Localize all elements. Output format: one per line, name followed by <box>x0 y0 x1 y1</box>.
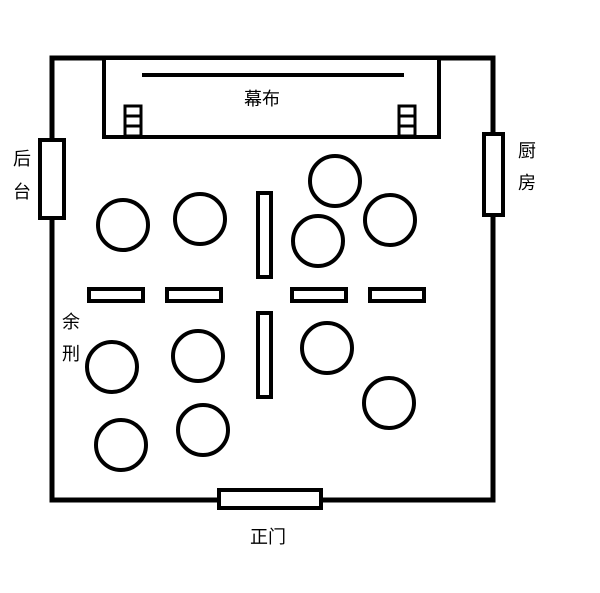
round-table <box>362 376 416 430</box>
kitchen-label-bottom: 房 <box>518 173 536 194</box>
round-table <box>171 329 225 383</box>
side-label-top: 余 <box>62 312 80 333</box>
main-door-label: 正门 <box>250 527 286 548</box>
round-table <box>173 192 227 246</box>
backstage-door <box>38 138 66 220</box>
backstage-label-bottom: 台 <box>13 182 31 203</box>
kitchen-door <box>482 132 505 217</box>
round-table <box>96 198 150 252</box>
aisle-bar-horizontal-3 <box>290 287 348 303</box>
aisle-bar-horizontal-1 <box>87 287 145 303</box>
stage-stairs-right <box>397 104 417 138</box>
round-table <box>85 340 139 394</box>
round-table <box>308 154 362 208</box>
round-table <box>291 214 345 268</box>
round-table <box>300 321 354 375</box>
stage-stairs-left <box>123 104 143 138</box>
main-door <box>217 488 323 510</box>
round-table <box>94 418 148 472</box>
stage-area <box>102 56 441 139</box>
aisle-bar-vertical-bottom <box>256 311 273 399</box>
backstage-label-top: 后 <box>13 149 31 170</box>
aisle-bar-horizontal-2 <box>165 287 223 303</box>
aisle-bar-horizontal-4 <box>368 287 426 303</box>
stage-curtain-label: 幕布 <box>244 89 280 110</box>
round-table <box>363 193 417 247</box>
kitchen-label-top: 厨 <box>518 141 536 162</box>
aisle-bar-vertical-top <box>256 191 273 279</box>
round-table <box>176 403 230 457</box>
round-tables <box>85 154 417 472</box>
side-label-bottom: 刑 <box>62 344 80 365</box>
